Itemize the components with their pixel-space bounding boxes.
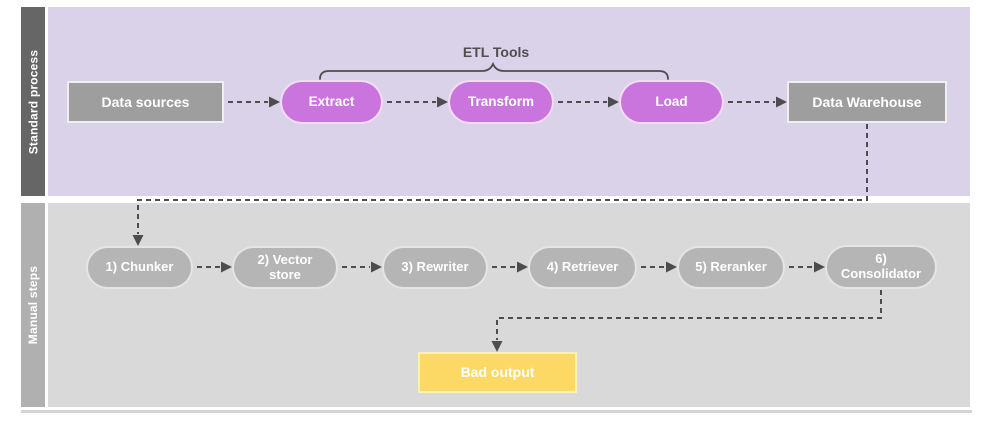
node-transform-label: Transform <box>467 94 535 110</box>
lane-standard-process-label: Standard process <box>26 49 41 154</box>
node-data-sources-label: Data sources <box>101 93 190 110</box>
node-retriever: 4) Retriever <box>528 246 637 289</box>
lane-manual-steps-label-bar: Manual steps <box>21 203 45 407</box>
node-chunker: 1) Chunker <box>86 246 193 289</box>
node-consolidator-label: 6) Consolidator <box>840 251 922 281</box>
node-data-warehouse: Data Warehouse <box>787 81 947 123</box>
node-retriever-label: 4) Retriever <box>546 259 619 275</box>
bottom-separator-line <box>21 410 972 413</box>
node-load-label: Load <box>655 94 688 110</box>
node-reranker-label: 5) Reranker <box>695 259 767 275</box>
lane-manual-steps-label: Manual steps <box>26 265 41 345</box>
node-bad-output-label: Bad output <box>460 364 535 381</box>
node-rewriter: 3) Rewriter <box>382 246 488 289</box>
node-extract: Extract <box>280 80 383 124</box>
node-data-warehouse-label: Data Warehouse <box>812 93 922 110</box>
node-extract-label: Extract <box>308 94 355 110</box>
node-vector-store-label: 2) Vector store <box>257 251 313 282</box>
node-consolidator: 6) Consolidator <box>825 245 937 289</box>
node-chunker-label: 1) Chunker <box>105 259 174 275</box>
node-vector-store: 2) Vector store <box>232 246 338 289</box>
node-load: Load <box>619 80 724 124</box>
node-data-sources: Data sources <box>67 81 224 123</box>
node-transform: Transform <box>448 80 554 124</box>
node-reranker: 5) Reranker <box>677 246 785 289</box>
node-rewriter-label: 3) Rewriter <box>401 259 469 275</box>
etl-tools-caption: ETL Tools <box>462 44 530 60</box>
node-bad-output: Bad output <box>418 352 577 393</box>
lane-standard-process-label-bar: Standard process <box>21 7 45 196</box>
